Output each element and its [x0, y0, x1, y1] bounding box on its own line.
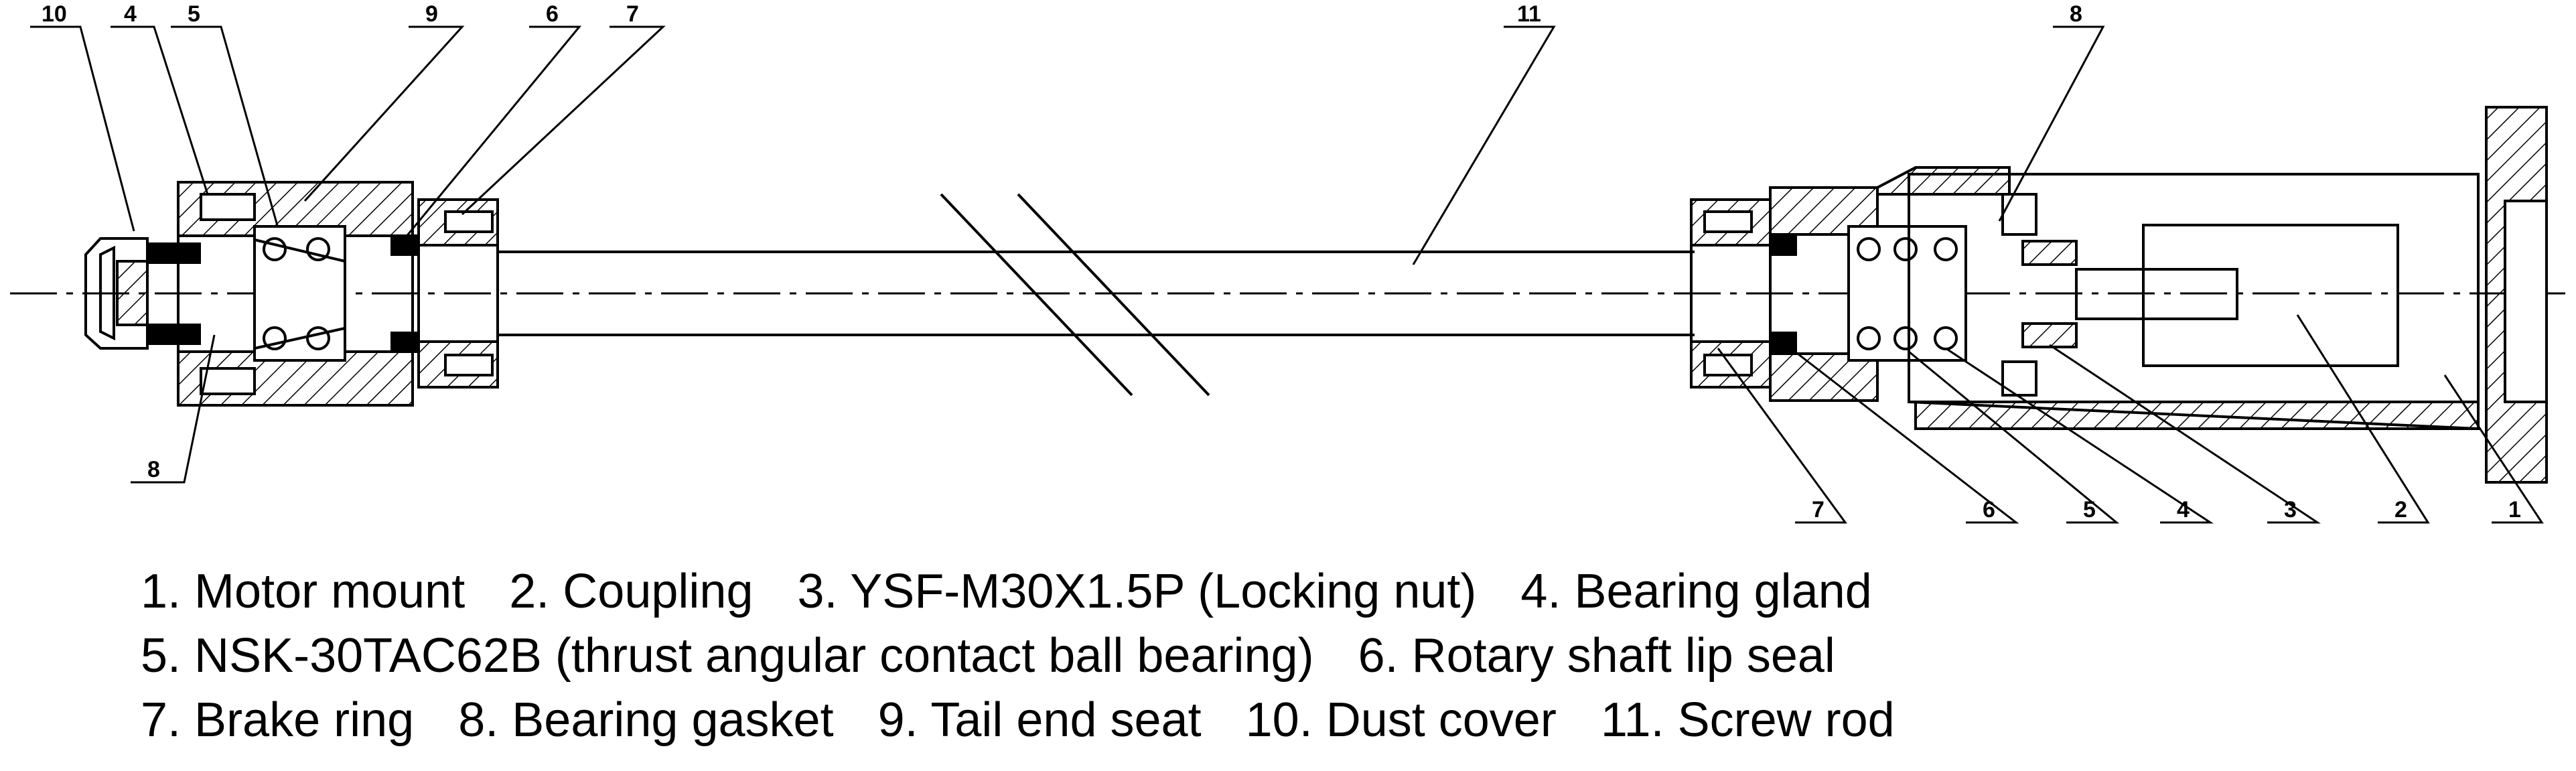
legend-item: 8. Bearing gasket — [458, 693, 834, 747]
right-end-assembly — [1690, 106, 2548, 484]
callout-right-5: 5 — [2083, 497, 2096, 522]
callout-labels: 10 4 5 9 6 7 8 11 8 7 6 5 4 3 2 1 — [42, 1, 2521, 522]
callout-center-11: 11 — [1517, 1, 1541, 27]
callout-right-8: 8 — [2070, 1, 2082, 27]
callout-left-4: 4 — [124, 1, 137, 27]
callout-left-7: 7 — [626, 1, 639, 27]
callout-left-10: 10 — [42, 1, 67, 27]
legend-item: 11. Screw rod — [1600, 693, 1895, 747]
legend-line-1: 1. Motor mount 2. Coupling 3. YSF-M30X1.… — [141, 559, 2485, 624]
leader-lines — [30, 25, 2544, 524]
callout-right-3: 3 — [2284, 497, 2297, 522]
screw-rod — [498, 193, 1695, 397]
left-end-assembly — [84, 181, 499, 407]
legend-line-3: 7. Brake ring 8. Bearing gasket 9. Tail … — [141, 688, 2485, 752]
callout-left-6: 6 — [546, 1, 559, 27]
legend-item: 3. YSF-M30X1.5P (Locking nut) — [797, 565, 1477, 618]
legend-item: 5. NSK-30TAC62B (thrust angular contact … — [141, 629, 1314, 683]
callout-left-8: 8 — [147, 457, 160, 482]
legend-item: 10. Dust cover — [1245, 693, 1557, 747]
motor-mount — [1908, 173, 2480, 403]
break-line-1 — [940, 193, 1133, 397]
legend-item: 7. Brake ring — [141, 693, 415, 747]
parts-legend: 1. Motor mount 2. Coupling 3. YSF-M30X1.… — [141, 559, 2485, 752]
legend-item: 6. Rotary shaft lip seal — [1358, 629, 1835, 683]
legend-line-2: 5. NSK-30TAC62B (thrust angular contact … — [141, 624, 2485, 688]
legend-item: 9. Tail end seat — [877, 693, 1202, 747]
callout-right-4: 4 — [2177, 497, 2190, 522]
callout-right-1: 1 — [2508, 497, 2521, 522]
legend-item: 1. Motor mount — [141, 565, 466, 618]
callout-right-2: 2 — [2394, 497, 2407, 522]
callout-left-9: 9 — [425, 1, 438, 27]
screw-assembly-drawing: 10 4 5 9 6 7 8 11 8 7 6 5 4 3 2 1 — [10, 1, 2565, 524]
dust-cover — [84, 237, 149, 350]
break-line-2 — [1017, 193, 1210, 397]
callout-right-6: 6 — [1983, 497, 1995, 522]
legend-item: 2. Coupling — [509, 565, 754, 618]
callout-right-7: 7 — [1812, 497, 1824, 522]
callout-left-5: 5 — [188, 1, 200, 27]
legend-item: 4. Bearing gland — [1520, 565, 1872, 618]
coupling — [2142, 224, 2399, 367]
